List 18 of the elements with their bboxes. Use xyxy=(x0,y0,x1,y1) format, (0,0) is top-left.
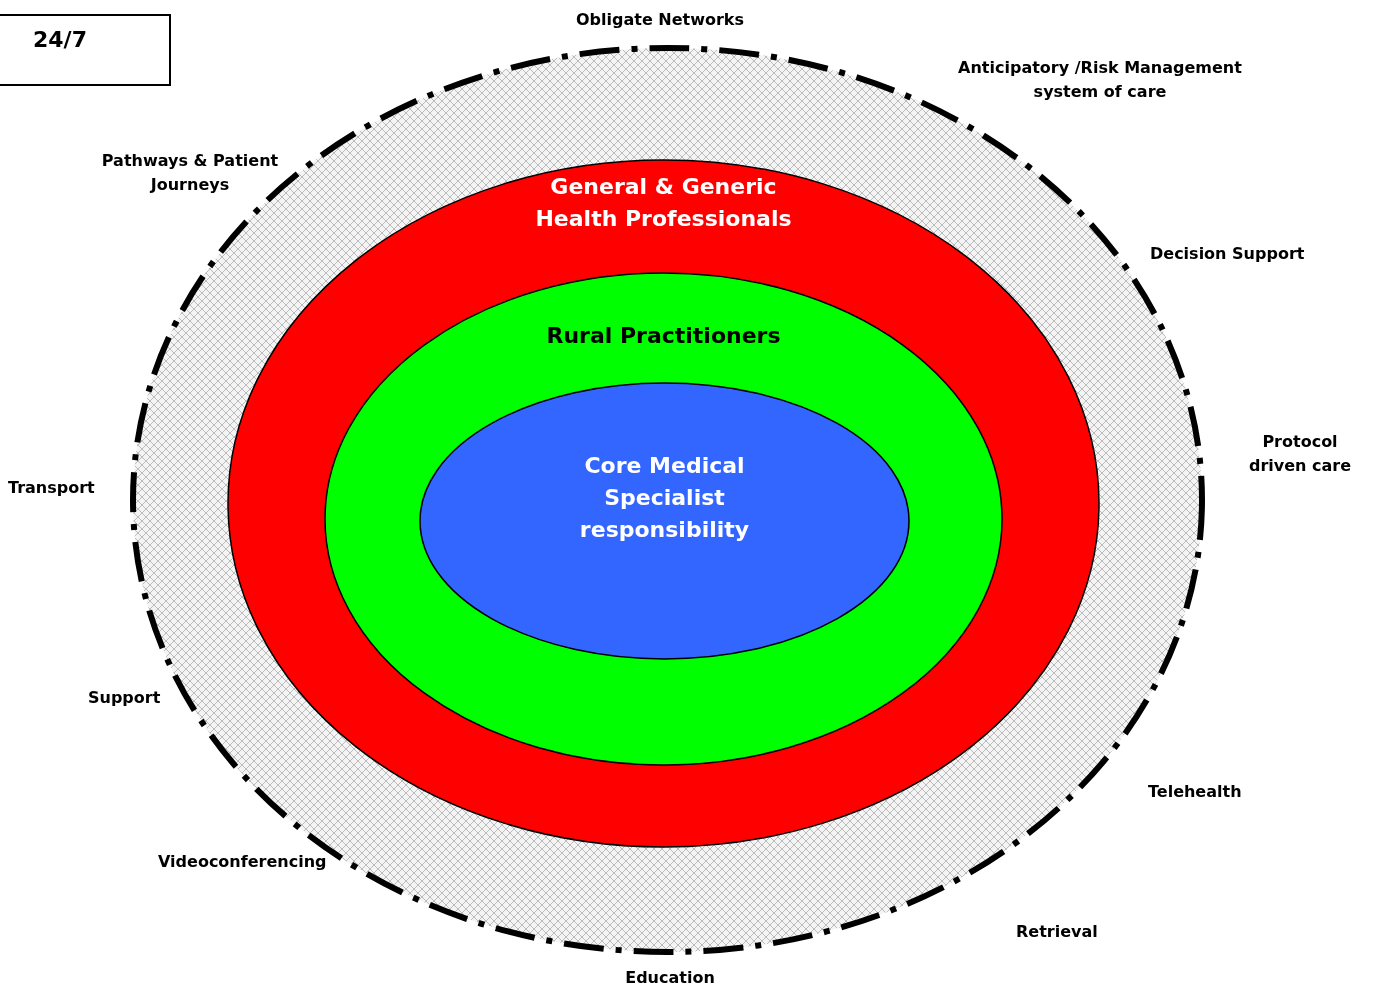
box-label: 24/7 xyxy=(33,26,88,54)
ring-caption: Protocol driven care xyxy=(1247,431,1353,477)
ring-label: General & Generic Health Professionals xyxy=(534,173,793,233)
ring-caption: Telehealth xyxy=(1148,781,1243,803)
ring-caption: Pathways & Patient Journeys xyxy=(100,150,280,196)
ring-caption: Education xyxy=(624,967,716,989)
ring-ellipse xyxy=(322,270,1005,768)
ring-label: Core Medical Specialist responsibility xyxy=(578,452,751,544)
ring-caption: Retrieval xyxy=(1016,921,1099,943)
ring-caption: Obligate Networks xyxy=(574,9,746,31)
ring-label: Rural Practitioners xyxy=(545,322,782,350)
label-box xyxy=(0,14,171,86)
ring-caption: Decision Support xyxy=(1150,243,1306,265)
ring-caption: Videoconferencing xyxy=(158,851,328,873)
inner-ellipse xyxy=(417,380,912,662)
ring-caption: Anticipatory /Risk Management system of care xyxy=(957,57,1243,103)
ring-caption: Support xyxy=(88,687,162,709)
ring-caption: Transport xyxy=(8,477,96,499)
